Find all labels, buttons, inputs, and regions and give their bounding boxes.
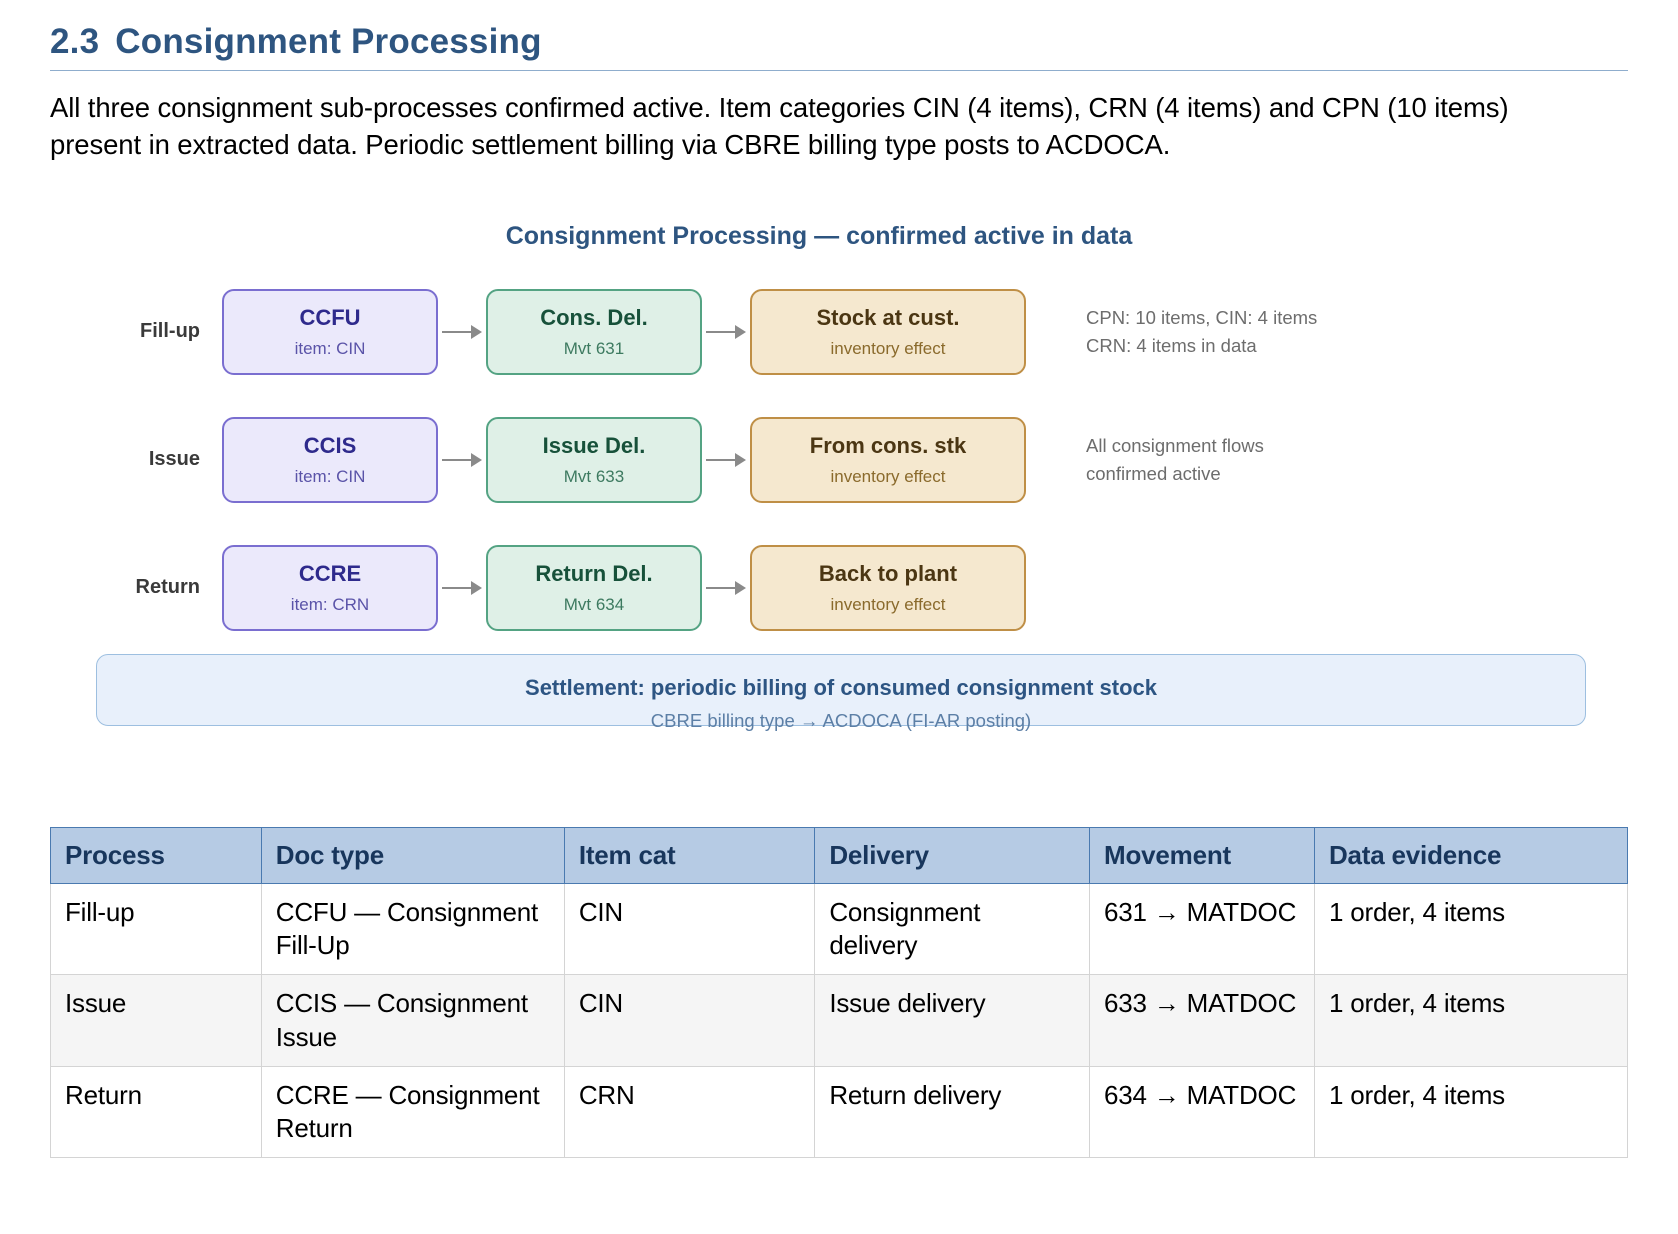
node-delivery-return-del[interactable]: Return Del. Mvt 634 [486,544,702,631]
node-subtitle: item: CIN [294,466,366,486]
table-header-item-cat: Item cat [563,826,816,884]
intro-paragraph: All three consignment sub-processes conf… [50,92,1509,161]
node-doc-ccre[interactable]: CCRE item: CRN [222,544,438,631]
cell-delivery: Consignment delivery [814,882,1090,976]
node-title: Cons. Del. [540,305,648,331]
node-subtitle: Mvt 631 [563,338,625,358]
flow-row-issue: Issue CCIS item: CIN Issue Del. Mvt 633 … [50,412,1628,508]
node-subtitle: item: CIN [294,338,366,358]
cell-evidence: 1 order, 4 items [1313,1065,1629,1159]
node-title: From cons. stk [809,433,967,459]
node-subtitle: inventory effect [830,466,946,486]
table-header-process: Process [50,826,262,884]
node-effect-stock-at-cust[interactable]: Stock at cust. inventory effect [750,288,1026,375]
cell-item-cat: CRN [563,1065,816,1159]
arrow-right-icon [702,450,750,470]
node-title: Issue Del. [542,433,646,459]
cell-delivery: Return delivery [814,1065,1090,1159]
node-doc-ccfu[interactable]: CCFU item: CIN [222,288,438,375]
cell-process: Fill-up [50,882,262,976]
figure-note-flows-active: All consignment flows confirmed active [1086,432,1264,488]
section-title-text: Consignment Processing [115,22,542,61]
cell-movement: 631 → MATDOC [1089,882,1315,976]
figure-note-line1: All consignment flows [1086,434,1264,456]
figure-note-line2: confirmed active [1086,462,1221,484]
cell-process: Issue [50,974,262,1067]
table-row: Fill-up CCFU — Consignment Fill-Up CIN C… [50,882,1629,976]
cell-movement: 633 → MATDOC [1089,974,1315,1067]
figure-note-line1: CPN: 10 items, CIN: 4 items [1086,306,1318,328]
flow-row-label-fillup: Fill-up [140,320,200,343]
flow-rows: Fill-up CCFU item: CIN Cons. Del. Mvt 63… [50,284,1628,636]
cell-item-cat: CIN [563,882,816,976]
table-header-movement: Movement [1089,826,1315,884]
document-page: 2.3 Consignment Processing All three cons… [50,0,1629,1159]
node-doc-ccis[interactable]: CCIS item: CIN [222,416,438,503]
flow-row-return: Return CCRE item: CRN Return Del. Mvt 63… [50,540,1628,636]
cell-movement: 634 → MATDOC [1089,1065,1315,1159]
flow-row-fillup: Fill-up CCFU item: CIN Cons. Del. Mvt 63… [50,284,1628,380]
table-row: Issue CCIS — Consignment Issue CIN Issue… [50,974,1629,1067]
figure-title: Consignment Processing — confirmed activ… [505,221,1133,250]
node-title: Return Del. [535,561,653,587]
node-delivery-cons-del[interactable]: Cons. Del. Mvt 631 [486,288,702,375]
settlement-banner: Settlement: periodic billing of consumed… [96,653,1586,731]
node-subtitle: Mvt 633 [563,466,625,486]
cell-evidence: 1 order, 4 items [1313,974,1629,1067]
table-row: Return CCRE — Consignment Return CRN Ret… [50,1065,1629,1159]
consignment-table: Process Doc type Item cat Delivery Movem… [50,826,1629,1159]
consignment-flow-figure: Consignment Processing — confirmed activ… [50,222,1628,752]
flow-row-label-return: Return [135,576,200,599]
cell-delivery: Issue delivery [814,974,1090,1067]
flow-row-label-issue: Issue [148,448,200,471]
node-title: CCRE [298,561,362,587]
node-effect-from-cons-stk[interactable]: From cons. stk inventory effect [750,416,1026,503]
arrow-right-icon [438,578,486,598]
cell-doc-type: CCRE — Consignment Return [260,1065,565,1159]
table-header-row: Process Doc type Item cat Delivery Movem… [50,826,1629,884]
node-subtitle: inventory effect [830,338,946,358]
node-delivery-issue-del[interactable]: Issue Del. Mvt 633 [486,416,702,503]
cell-doc-type: CCFU — Consignment Fill-Up [260,882,565,976]
heading-divider [50,70,1628,71]
table-header-doc-type: Doc type [260,826,565,884]
settlement-main-text: Settlement: periodic billing of consumed… [525,674,1157,700]
arrow-right-icon [438,322,486,342]
node-title: CCIS [303,433,357,459]
settlement-sub-text: CBRE billing type → ACDOCA (FI-AR postin… [650,709,1032,731]
node-subtitle: item: CRN [290,594,370,614]
arrow-right-icon [702,322,750,342]
cell-doc-type: CCIS — Consignment Issue [260,974,565,1067]
node-subtitle: Mvt 634 [563,594,625,614]
figure-note-item-counts: CPN: 10 items, CIN: 4 items CRN: 4 items… [1086,304,1317,360]
cell-evidence: 1 order, 4 items [1313,882,1629,976]
arrow-right-icon [702,578,750,598]
table-header-data-evidence: Data evidence [1313,826,1629,884]
section-number: 2.3 [50,22,100,61]
arrow-right-icon [438,450,486,470]
figure-note-line2: CRN: 4 items in data [1086,334,1257,356]
node-effect-back-to-plant[interactable]: Back to plant inventory effect [750,544,1026,631]
node-title: Stock at cust. [816,305,960,331]
cell-process: Return [50,1065,262,1159]
node-title: Back to plant [818,561,958,587]
page-title: 2.3 Consignment Processing [50,0,1628,70]
table-header-delivery: Delivery [814,826,1090,884]
node-subtitle: inventory effect [830,594,946,614]
node-title: CCFU [299,305,361,331]
consignment-table-wrapper: Process Doc type Item cat Delivery Movem… [50,826,1629,1159]
cell-item-cat: CIN [563,974,816,1067]
